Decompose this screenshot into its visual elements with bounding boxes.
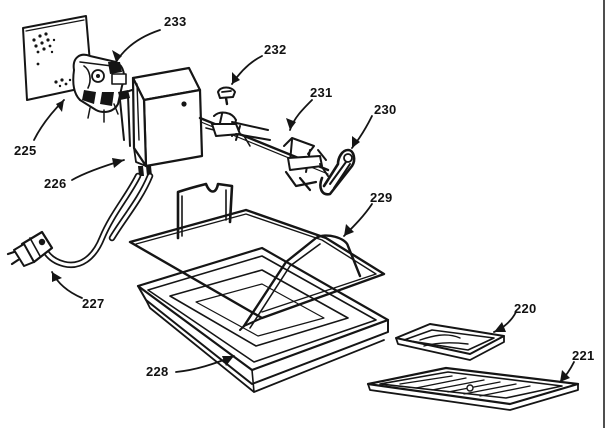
- callout-226: 226: [44, 176, 67, 191]
- arrow-233: [115, 29, 161, 63]
- part-232-screw: [217, 86, 236, 106]
- part-228-drip-pan: [136, 246, 390, 393]
- part-226-control-box: [118, 66, 204, 176]
- callout-230: 230: [374, 102, 397, 117]
- callout-233: 233: [164, 14, 187, 29]
- callout-229: 229: [370, 190, 393, 205]
- part-221-broiler-grid: [366, 366, 580, 411]
- callout-220: 220: [514, 301, 537, 316]
- part-229-rack: [128, 182, 386, 331]
- callout-227: 227: [82, 296, 105, 311]
- callout-221: 221: [572, 348, 595, 363]
- part-220-small-tray: [395, 323, 505, 361]
- callout-arrows: [33, 29, 575, 383]
- part-227-power-cord: [6, 172, 154, 269]
- callout-231: 231: [310, 85, 333, 100]
- part-233-motor: [72, 53, 127, 123]
- callout-225: 225: [14, 143, 37, 158]
- part-231-spit-rod: [198, 111, 330, 192]
- part-230-handle: [319, 148, 356, 196]
- callout-228: 228: [146, 364, 169, 379]
- callout-232: 232: [264, 42, 287, 57]
